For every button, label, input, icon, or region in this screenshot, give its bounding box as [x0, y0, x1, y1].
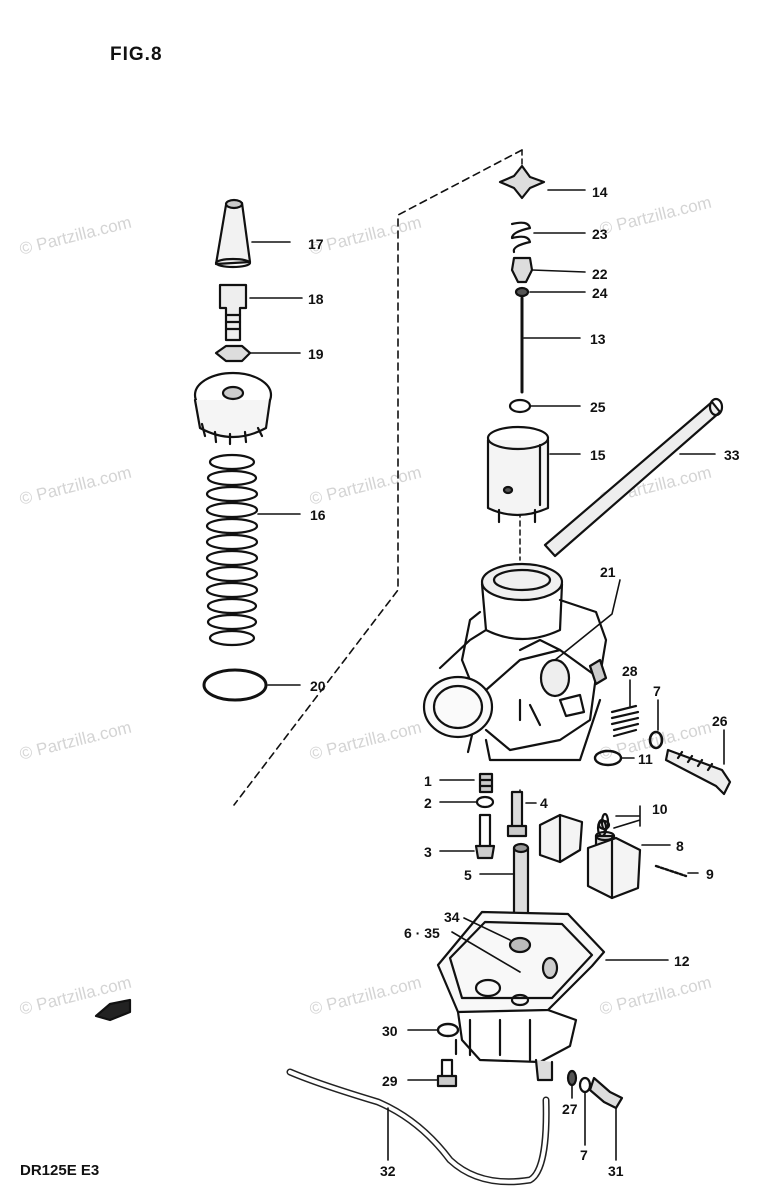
callout-32: 32	[380, 1163, 396, 1179]
callout-26: 26	[712, 713, 728, 729]
callout-28: 28	[622, 663, 638, 679]
callout-6-35: 6 · 35	[404, 925, 440, 941]
clip-part	[498, 164, 546, 200]
callout-11: 11	[638, 751, 653, 767]
float-part	[586, 836, 642, 900]
callout-16: 16	[310, 507, 326, 523]
carburetor-body-part	[422, 562, 608, 762]
callout-5: 5	[464, 867, 472, 883]
callout-15: 15	[590, 447, 606, 463]
cap-part	[214, 201, 252, 266]
callout-24: 24	[592, 285, 608, 301]
callout-22: 22	[592, 266, 608, 282]
callout-21: 21	[600, 564, 616, 580]
callout-33: 33	[724, 447, 740, 463]
throttle-spring-part	[205, 453, 259, 647]
callout-2: 2	[424, 795, 432, 811]
callout-27: 27	[562, 1101, 578, 1117]
float-chamber-part	[436, 910, 606, 1082]
idle-screw-part	[664, 748, 732, 796]
callout-3: 3	[424, 844, 432, 860]
pilot-spring-part	[610, 704, 640, 738]
adjuster-part	[218, 283, 248, 342]
callout-17: 17	[308, 236, 324, 252]
callout-9: 9	[706, 866, 714, 882]
front-arrow-icon	[94, 998, 132, 1022]
callout-1: 1	[424, 773, 432, 789]
model-code: DR125E E3	[20, 1162, 100, 1179]
callout-34: 34	[444, 909, 460, 925]
callout-20: 20	[310, 678, 326, 694]
callout-31: 31	[608, 1163, 624, 1179]
callout-29: 29	[382, 1073, 398, 1089]
callout-12: 12	[674, 953, 690, 969]
callout-8: 8	[676, 838, 684, 854]
callout-23: 23	[592, 226, 608, 242]
callout-7-upper: 7	[653, 683, 661, 699]
callout-4: 4	[540, 795, 548, 811]
vent-hose-part	[543, 400, 722, 558]
small-spring-part	[510, 221, 532, 254]
callout-7-lower: 7	[580, 1147, 588, 1163]
callout-13: 13	[590, 331, 606, 347]
assembly-guide-line	[233, 149, 523, 806]
o-ring-part	[202, 668, 268, 702]
callout-19: 19	[308, 346, 324, 362]
nut-part	[214, 344, 252, 363]
callout-25: 25	[590, 399, 606, 415]
callout-30: 30	[382, 1023, 398, 1039]
throttle-slide-part	[486, 438, 550, 517]
callout-10: 10	[652, 801, 668, 817]
figure-title: FIG.8	[110, 44, 163, 65]
callout-14: 14	[592, 184, 608, 200]
callout-18: 18	[308, 291, 324, 307]
